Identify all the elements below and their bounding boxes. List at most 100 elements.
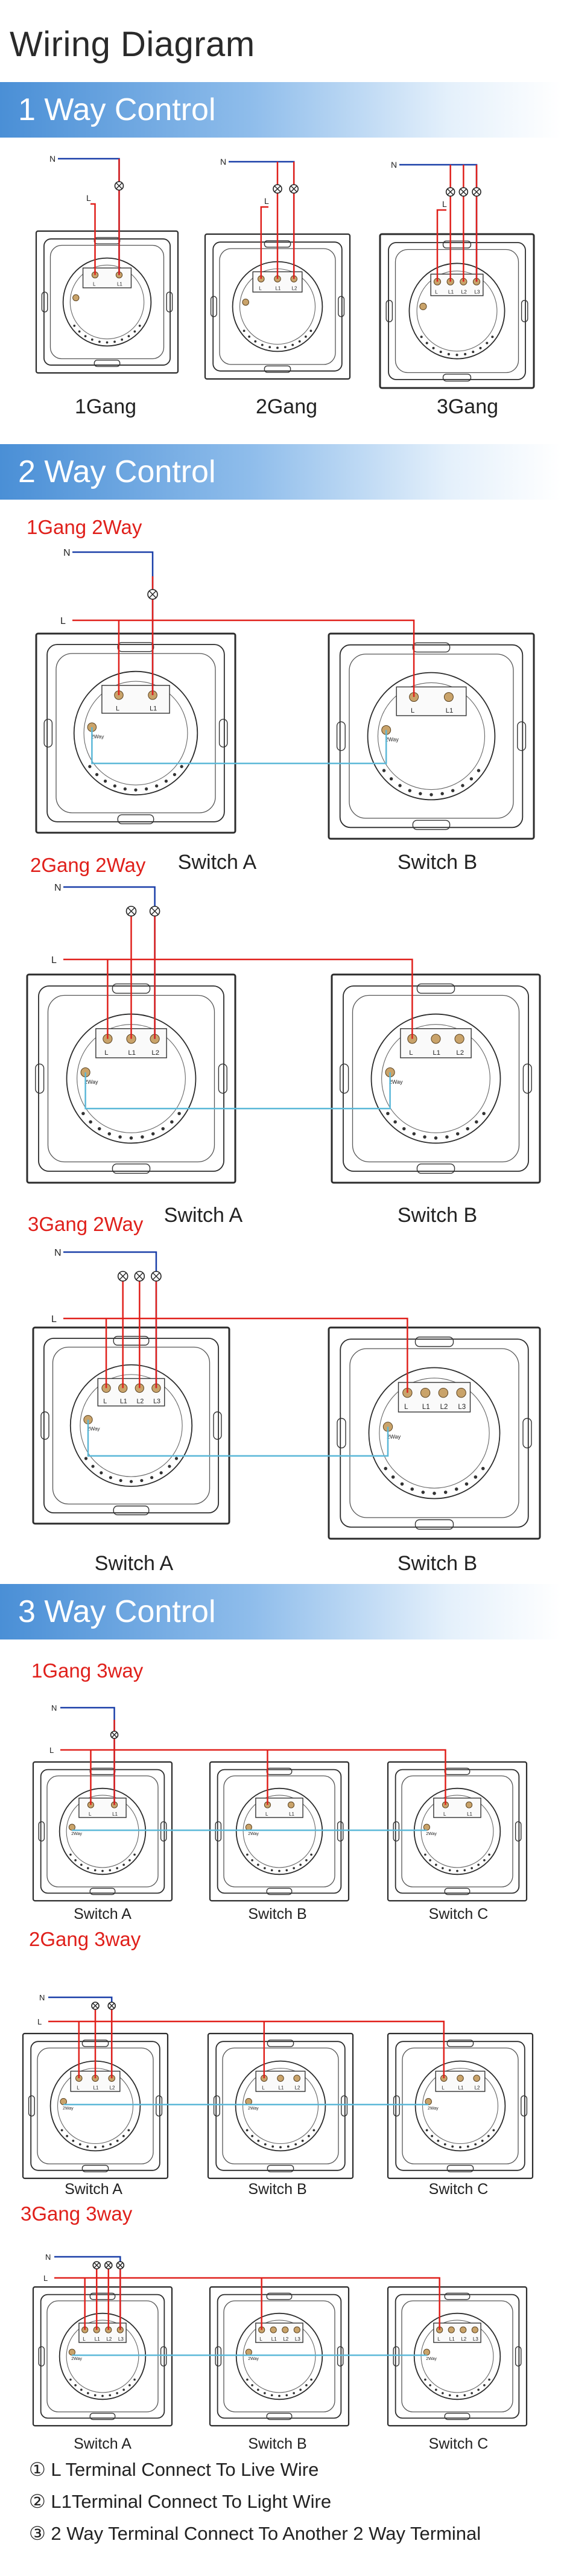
switch-body-ring: [59, 1787, 147, 1875]
terminal-label: L1: [289, 1811, 294, 1817]
body-tooth: [408, 789, 412, 792]
body-tooth: [106, 341, 109, 344]
body-tooth: [257, 1863, 259, 1866]
body-tooth: [431, 2134, 434, 2137]
two-way-label: 2Way: [248, 2107, 259, 2111]
switch-outer-frame: [209, 1761, 350, 1902]
label-2g3w-switch-a: Switch A: [65, 2181, 122, 2198]
switch-outer-frame: [35, 230, 179, 374]
terminal-label: L2: [456, 1049, 464, 1057]
body-tooth: [257, 2139, 260, 2142]
terminal-label: L1: [271, 2336, 277, 2342]
lamp-cross: [152, 1272, 160, 1280]
terminal-label: L1: [422, 1404, 430, 1411]
body-tooth: [264, 2392, 266, 2394]
label-3gang: 3Gang: [436, 395, 499, 418]
switch-plate: [49, 244, 165, 360]
wire-label-n: N: [39, 1993, 45, 2002]
switch-body-ring: [235, 2060, 326, 2152]
body-tooth: [80, 1863, 83, 1866]
mount-slot-top: [266, 2292, 293, 2300]
terminal-label: L3: [153, 1398, 160, 1405]
body-tooth: [103, 779, 107, 783]
mount-slot-bottom: [442, 374, 472, 382]
lamp-cross: [460, 188, 467, 196]
mount-slot-bottom: [117, 814, 154, 824]
live-wire: [90, 203, 96, 275]
mount-slot-left: [38, 2346, 45, 2367]
switch-outer-frame: [387, 1761, 528, 1902]
switch-outer-frame: [387, 2286, 528, 2427]
mount-slot-left: [41, 291, 48, 313]
body-tooth: [246, 2378, 249, 2381]
switch-outer-frame: [32, 1761, 173, 1902]
mount-slot-left: [385, 299, 393, 323]
switch-outer-frame: [35, 632, 236, 834]
body-tooth: [294, 2143, 297, 2146]
lamp-cross: [151, 907, 159, 915]
terminal-label: L1: [458, 2085, 463, 2091]
body-tooth: [474, 2143, 477, 2146]
two-way-label: 2Way: [389, 1079, 403, 1085]
body-tooth: [140, 1478, 144, 1483]
label-1g3w-switch-b: Switch B: [248, 1906, 307, 1922]
mount-slot-top: [113, 1335, 150, 1346]
mount-slot-top: [412, 642, 451, 653]
switch-outer-frame: [379, 233, 535, 389]
body-tooth: [474, 1475, 478, 1479]
body-tooth: [475, 1120, 478, 1124]
label-3g3w-switch-b: Switch B: [248, 2435, 307, 2452]
body-tooth: [109, 1476, 112, 1480]
wire-label-l: L: [37, 2017, 42, 2026]
body-tooth: [60, 2129, 63, 2132]
body-tooth: [254, 340, 257, 343]
body-tooth: [151, 1132, 155, 1136]
mount-slot-left: [336, 721, 346, 751]
body-tooth: [116, 2392, 118, 2394]
terminal-label: L2: [440, 1404, 448, 1411]
body-tooth: [464, 352, 467, 355]
body-tooth: [173, 772, 177, 777]
terminal-label: L1: [275, 286, 280, 291]
switch-outer-frame: [331, 973, 541, 1184]
body-tooth: [116, 1867, 118, 1869]
terminal-label: L: [89, 1811, 92, 1817]
terminal-screw: [270, 2326, 277, 2333]
body-tooth: [437, 2139, 440, 2142]
body-tooth: [177, 1111, 181, 1116]
mount-slot-left: [393, 1821, 400, 1842]
wire-label-l: L: [86, 193, 91, 203]
body-tooth: [456, 1869, 458, 1872]
body-tooth: [477, 769, 481, 772]
mount-slot-bottom: [414, 1519, 454, 1530]
lamp-cross: [127, 907, 135, 915]
terminal-label: L: [83, 2336, 86, 2342]
body-tooth: [264, 2143, 267, 2146]
mount-slot-top: [117, 642, 154, 652]
body-tooth: [487, 2134, 490, 2137]
section-banner-1way: 1 Way Control: [0, 82, 561, 138]
body-tooth: [123, 787, 127, 791]
mount-slot-right: [218, 719, 228, 748]
mount-slot-right: [517, 721, 527, 751]
switch-outer-frame: [328, 632, 535, 840]
mount-slot-right: [218, 1063, 227, 1094]
body-tooth: [463, 2394, 466, 2397]
label-3g2w-switch-b: Switch B: [397, 1552, 478, 1575]
body-tooth: [435, 2388, 437, 2391]
body-tooth: [278, 2394, 280, 2397]
body-tooth: [118, 1135, 122, 1139]
body-tooth: [270, 2394, 273, 2397]
body-tooth: [424, 1853, 426, 1856]
body-tooth: [482, 1111, 486, 1116]
label-2g3w-switch-b: Switch B: [248, 2181, 307, 2198]
body-tooth: [455, 354, 458, 357]
terminal-label: L2: [292, 286, 297, 291]
body-tooth: [84, 1457, 88, 1460]
switch-outer-frame: [387, 2032, 534, 2180]
